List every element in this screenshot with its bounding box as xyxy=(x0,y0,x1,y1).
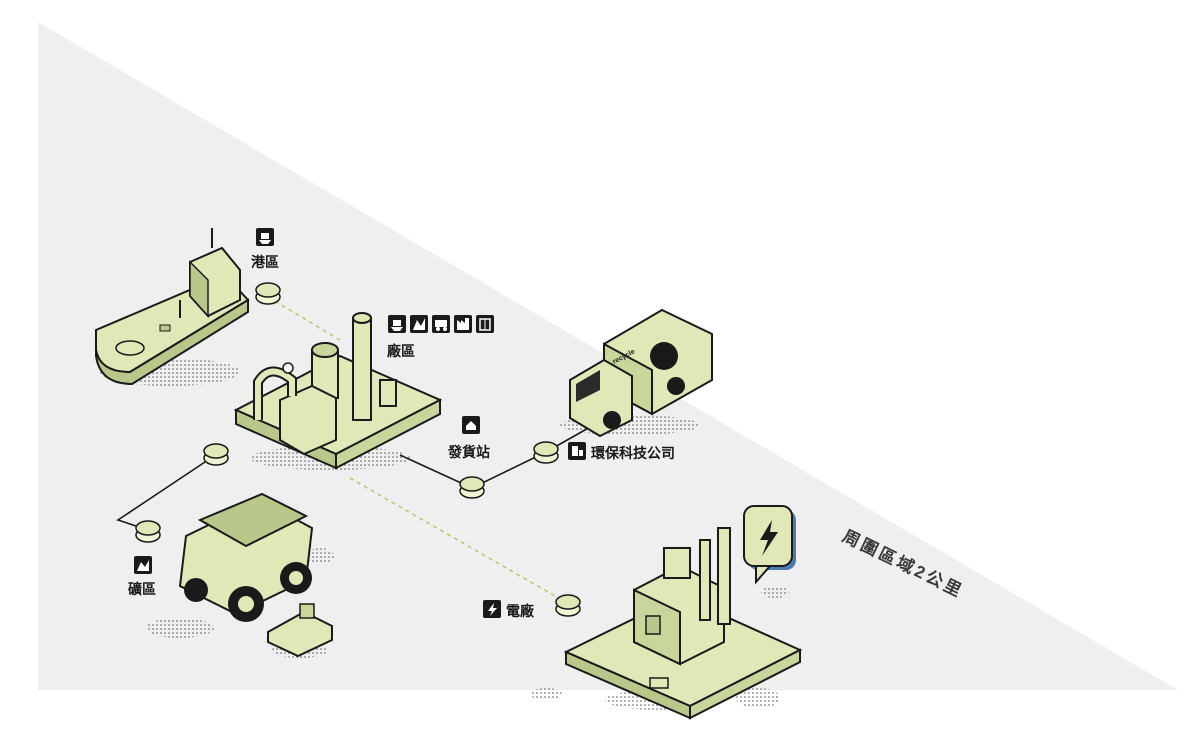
power-plant-label: 電廠 xyxy=(506,603,534,619)
recycle-truck-illustration: recycle xyxy=(560,308,713,438)
lightning-icon xyxy=(483,600,501,618)
factory-illustration xyxy=(233,312,443,470)
ship-icon xyxy=(388,315,406,333)
power-plant-pin[interactable] xyxy=(555,594,581,617)
port-pin[interactable] xyxy=(255,282,281,305)
port-label: 港區 xyxy=(251,254,279,270)
mine-link-pin[interactable] xyxy=(203,443,229,466)
factory-power-dashed-link xyxy=(349,477,563,601)
dispatch-station-label: 發貨站 xyxy=(448,444,490,460)
recycle-truck-icon xyxy=(432,315,450,333)
mining-icon xyxy=(410,315,428,333)
power-plant-illustration xyxy=(530,505,803,720)
factory-icon xyxy=(454,315,472,333)
factory-dispatch-eco-link xyxy=(399,425,593,489)
port-factory-dashed-link xyxy=(267,296,341,341)
factory-icon-row xyxy=(388,315,494,333)
factory-label: 廠區 xyxy=(387,343,415,359)
dispatch-pin[interactable] xyxy=(459,476,485,499)
eco-company-icon xyxy=(568,442,586,460)
eco-company-label: 環保科技公司 xyxy=(591,445,675,461)
ship-icon xyxy=(256,228,274,246)
building-icon xyxy=(476,315,494,333)
ship-illustration xyxy=(95,228,250,386)
mining-icon xyxy=(134,556,152,574)
mining-truck-illustration xyxy=(146,492,334,658)
power-lightning-bubble-icon xyxy=(743,505,796,585)
mine-label: 礦區 xyxy=(128,581,156,597)
eco-company-pin[interactable] xyxy=(533,441,559,464)
mine-pin[interactable] xyxy=(135,520,161,543)
dispatch-station-icon xyxy=(462,416,480,434)
